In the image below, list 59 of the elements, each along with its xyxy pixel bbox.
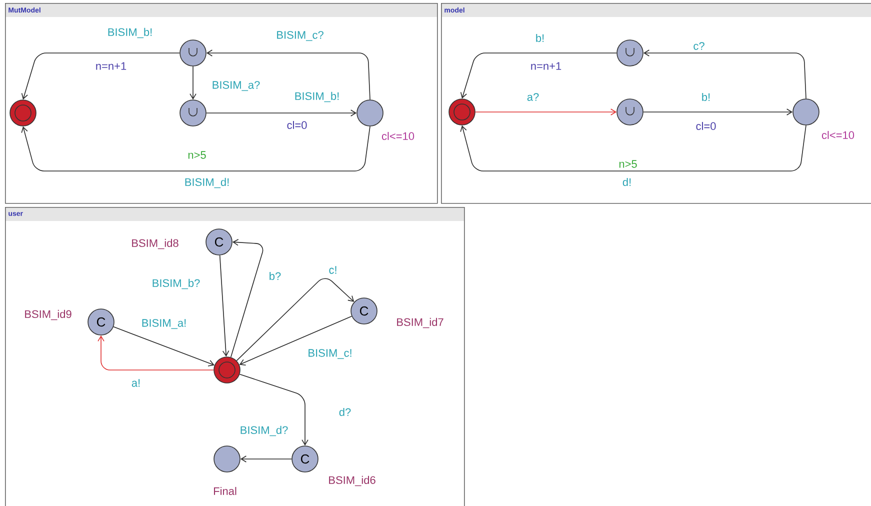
urgent-state	[616, 40, 644, 66]
invariant-label: cl<=10	[382, 132, 414, 140]
state-name: BSIM_id9	[25, 310, 72, 320]
edge-label: BISIM_d?	[238, 424, 290, 438]
initial-state	[10, 100, 36, 126]
edge-label: BISIM_c?	[275, 30, 325, 42]
edge-label: c!	[328, 265, 338, 275]
edge-label: a!	[130, 378, 142, 388]
arrow	[460, 52, 617, 99]
edge-label: b!	[700, 92, 712, 102]
arrow	[113, 326, 214, 366]
edge-label: d?	[338, 406, 352, 418]
arrow	[239, 316, 352, 366]
edge-label: BISIM_b!	[106, 26, 154, 40]
update-label: n=n+1	[94, 61, 128, 71]
arrow	[206, 50, 370, 100]
state-name: BSIM_id6	[329, 476, 376, 486]
arrow	[236, 278, 354, 362]
urgent-state	[180, 100, 206, 126]
initial-state	[448, 98, 476, 126]
state-name: Final	[214, 486, 236, 496]
guard-label: n>5	[186, 150, 208, 160]
arrow	[98, 335, 214, 370]
state-name: BSIM_id7	[397, 318, 444, 328]
update-label: cl=0	[286, 120, 308, 130]
edge-label: d!	[621, 176, 633, 188]
urgent-state	[180, 40, 206, 66]
arrow	[460, 125, 806, 172]
arrow	[643, 50, 806, 99]
edge-label: BISIM_b!	[293, 90, 341, 104]
state-name: BSIM_id8	[132, 238, 178, 250]
arrow	[230, 238, 264, 358]
invariant-label: cl<=10	[822, 130, 854, 140]
initial-state	[214, 356, 240, 384]
edge-label: BISIM_d!	[183, 176, 231, 190]
edge-label: BISIM_b?	[150, 278, 202, 290]
arrow	[21, 126, 370, 172]
edge-label: BISIM_c!	[306, 348, 354, 360]
guard-label: n>5	[618, 159, 638, 169]
urgent-state	[616, 98, 644, 126]
edge-label: a?	[526, 92, 540, 102]
arrow	[240, 456, 292, 462]
update-label: cl=0	[694, 120, 718, 132]
arrow	[643, 108, 793, 116]
edge-label: BISIM_a?	[210, 80, 262, 92]
arrow	[239, 374, 308, 446]
edge-label: BISIM_a!	[140, 318, 188, 330]
arrow	[475, 108, 617, 116]
arrow	[190, 66, 196, 100]
edge-label: b?	[268, 270, 282, 282]
update-label: n=n+1	[529, 61, 563, 71]
edge-label: c?	[692, 41, 706, 51]
state-circle	[792, 98, 820, 126]
state-circle	[356, 100, 384, 126]
arrow	[21, 52, 180, 100]
arrow	[206, 110, 357, 116]
arrow	[219, 254, 230, 357]
state-circle	[214, 446, 240, 472]
edge-label: b!	[534, 32, 546, 44]
